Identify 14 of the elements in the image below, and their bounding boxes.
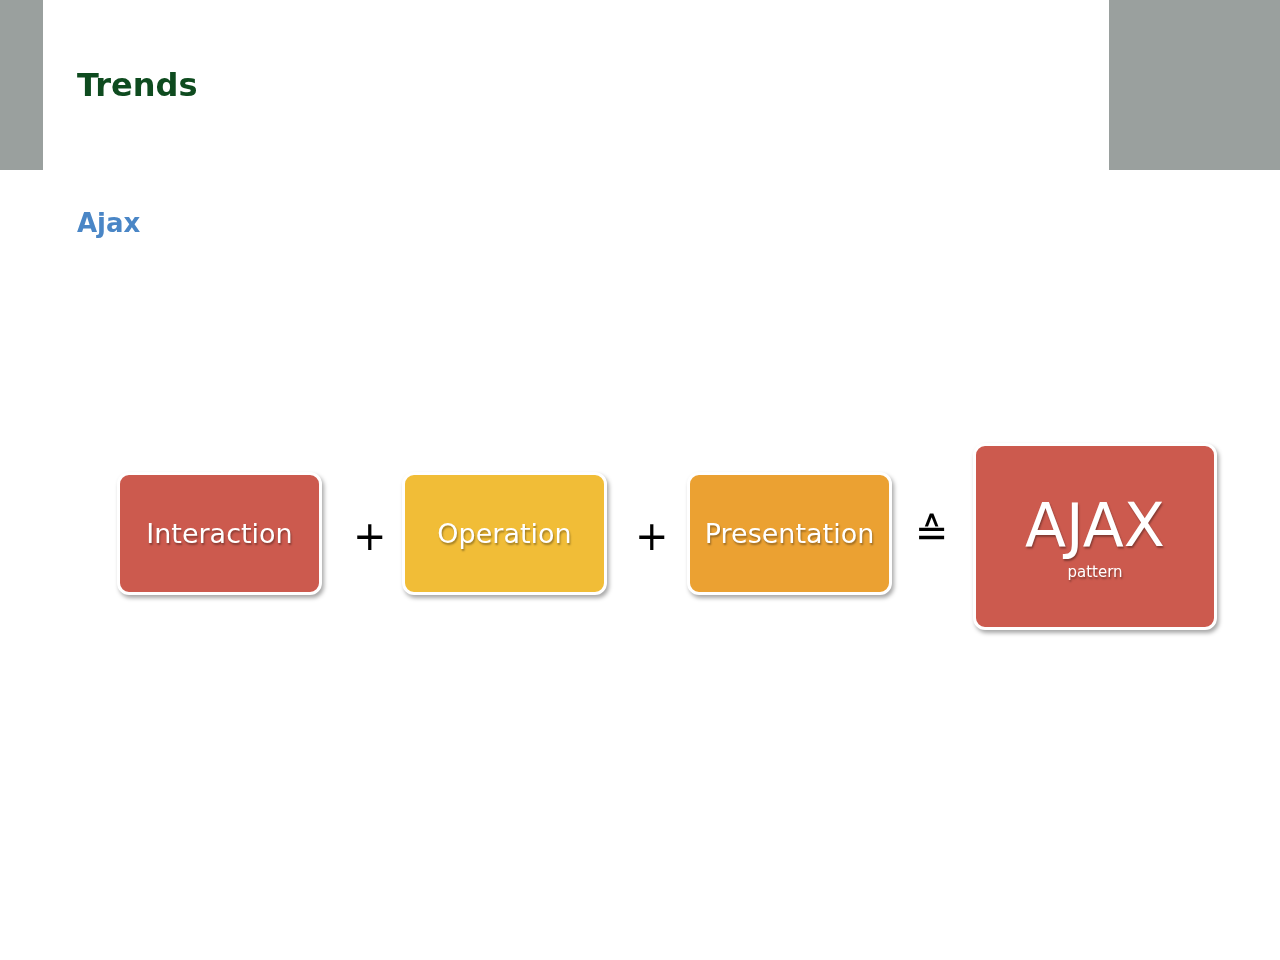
estimates-sign: ≙	[915, 512, 949, 552]
box-label: Interaction	[146, 518, 293, 549]
plus-sign: +	[635, 516, 669, 556]
box-label: Operation	[437, 518, 572, 549]
result-box	[973, 443, 1217, 630]
slide-title: Trends	[77, 68, 198, 104]
plus-sign: +	[353, 516, 387, 556]
box-subtitle: pattern	[1067, 564, 1123, 581]
box-label: Presentation	[704, 518, 875, 549]
category-box	[687, 472, 892, 595]
category-box	[117, 472, 322, 595]
category-box	[402, 472, 607, 595]
section-heading: Ajax	[77, 209, 141, 238]
box-title: AJAX	[1025, 492, 1165, 559]
